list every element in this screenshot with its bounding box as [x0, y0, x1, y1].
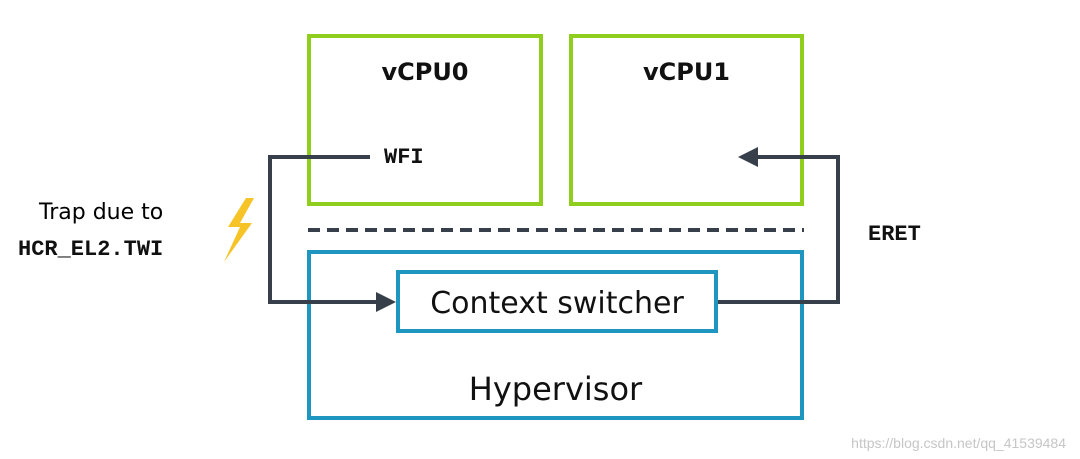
vcpu0-box: vCPU0 [307, 34, 543, 206]
vcpu1-box: vCPU1 [569, 34, 804, 206]
eret-label: ERET [868, 222, 921, 247]
eret-path [718, 155, 840, 304]
trap-label-line2: HCR_EL2.TWI [18, 237, 164, 262]
watermark: https://blog.csdn.net/qq_41539484 [851, 435, 1066, 451]
trap-label-line1: Trap due to [39, 200, 164, 225]
vcpu0-title: vCPU0 [381, 58, 469, 86]
trap-path [268, 155, 380, 304]
context-switcher-label: Context switcher [430, 286, 684, 321]
arrow-left-icon [738, 147, 758, 167]
wfi-label: WFI [384, 145, 424, 170]
lightning-bolt-icon [224, 198, 254, 262]
vcpu1-title: vCPU1 [642, 58, 731, 86]
hypervisor-title: Hypervisor [468, 370, 643, 408]
hypervisor-box: Hypervisor [307, 250, 804, 420]
context-switcher-box: Context switcher [396, 270, 718, 333]
arrow-right-icon [376, 292, 396, 312]
